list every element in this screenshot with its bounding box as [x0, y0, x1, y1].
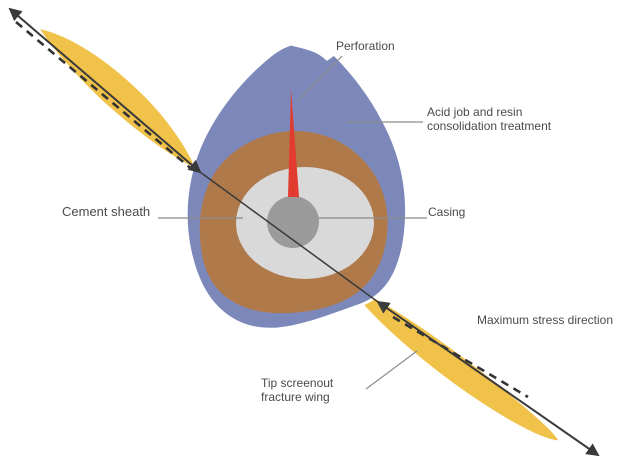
casing-label: Casing: [428, 205, 466, 219]
perforation-leader-line: [297, 55, 343, 102]
tip-screenout-label-line1: Tip screenout: [261, 376, 334, 390]
casing-shape: [267, 196, 319, 248]
stress-arrow-upper: [8, 7, 202, 174]
acid-job-label-line2: consolidation treatment: [427, 119, 552, 133]
perforation-shape: [288, 89, 299, 197]
maximum-stress-direction-label: Maximum stress direction: [477, 313, 614, 327]
cement-sheath-label: Cement sheath: [62, 204, 151, 219]
tip-screenout-label-line2: fracture wing: [261, 390, 330, 404]
tip-screenout-label: Tip screenout fracture wing: [261, 376, 333, 404]
acid-job-label-line1: Acid job and resin: [427, 105, 523, 119]
stress-arrow-lower: [376, 300, 600, 457]
tip-screenout-leader-line: [365, 350, 418, 390]
fracture-wing-lower-shape: [352, 287, 564, 444]
fracture-dashed-upper: [15, 21, 195, 172]
wellbore-centerline: [199, 171, 379, 303]
perforation-label: Perforation: [336, 39, 395, 53]
acid-job-label: Acid job and resin consolidation treatme…: [427, 105, 551, 133]
